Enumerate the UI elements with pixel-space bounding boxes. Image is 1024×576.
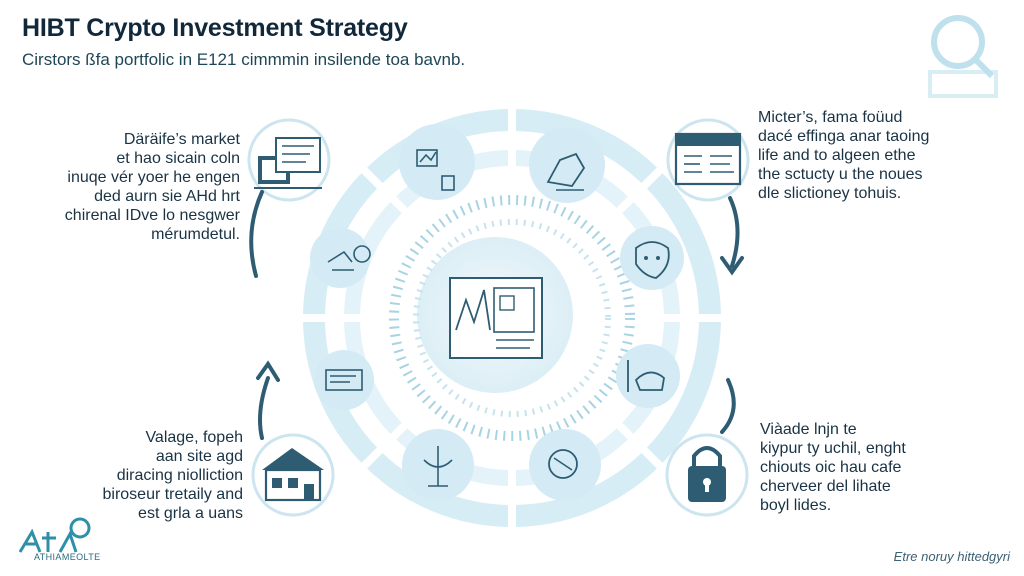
text-line: Valage, fopeh <box>145 429 243 446</box>
bull-icon <box>635 241 670 279</box>
text-line: chirenal IDve lo nesgwer <box>64 207 240 224</box>
ring-dividers <box>302 108 722 528</box>
flow-arrows <box>249 190 744 440</box>
ring-node-bear <box>616 344 680 408</box>
footer-logo-text: ATHIAMEOLTE <box>34 552 101 562</box>
page-title: HIBT Crypto Investment Strategy <box>22 14 408 42</box>
scales-icon <box>423 446 453 487</box>
ship-icon <box>546 152 586 187</box>
laptop-icon <box>325 369 363 391</box>
text-line: Däräife’s market <box>123 131 240 148</box>
text-block-top-right: Micter’s, fama foüud dacé effinga anar t… <box>758 108 998 203</box>
trend-chart-icon <box>416 149 438 167</box>
text-block-bottom-left: Valage, fopeh aan site agd diracing niol… <box>40 428 243 523</box>
text-line: the sctucty u the noues <box>758 166 923 183</box>
ring-node-ship <box>529 127 605 203</box>
text-line: et hao sicain coln <box>116 150 240 167</box>
arrow-left-lower <box>258 376 270 440</box>
text-line: chiouts oic hau cafe <box>760 459 902 476</box>
text-line: Viàade lnjn te <box>760 421 857 438</box>
computer-chart-icon <box>254 137 322 189</box>
text-line: mérumdetul. <box>151 226 240 243</box>
node-top-left <box>247 118 331 202</box>
house-icon <box>262 448 324 502</box>
node-bottom-left <box>251 433 335 517</box>
node-bottom-right <box>665 433 749 517</box>
arrow-left-upper <box>249 190 264 278</box>
arrow-up-icon <box>256 360 280 382</box>
padlock-icon <box>688 446 726 502</box>
text-line: est grla a uans <box>138 505 243 522</box>
text-line: dacé effinga anar taoing <box>758 128 930 145</box>
text-block-bottom-right: Viàade lnjn te kiypur ty uchil, enght ch… <box>760 420 990 515</box>
text-line: life and to algeen ethe <box>758 147 916 164</box>
footer-caption: Etre noruy hittedgyri <box>893 549 1010 564</box>
magnifier-icon <box>928 15 998 98</box>
ring-node-coin <box>529 429 601 501</box>
ring-node-laptop <box>314 350 374 410</box>
arrow-right-upper <box>728 196 740 268</box>
ring-node-coins <box>310 228 371 288</box>
text-line: biroseur tretaily and <box>102 486 243 503</box>
node-top-right <box>666 118 750 202</box>
coin-icon <box>548 449 578 479</box>
ring-node-trend <box>399 124 475 200</box>
ring-node-bull <box>620 226 684 290</box>
footer-brand: ATHIAMEOLTE <box>16 530 146 564</box>
text-line: ded aurn sie AHd hrt <box>94 188 240 205</box>
text-line: diracing niolliction <box>116 467 243 484</box>
text-line: dle slictioney tohuis. <box>758 185 902 202</box>
page-subtitle: Cirstors ßfa portfolic in E121 cimmmin i… <box>22 50 466 69</box>
text-block-top-left: Däräife’s market et hao sicain coln inuq… <box>20 130 240 244</box>
text-line: kiypur ty uchil, enght <box>760 440 906 457</box>
arrow-right-lower <box>720 378 736 434</box>
inner-dashed-ring <box>389 195 635 441</box>
text-line: cherveer del lihate <box>760 478 891 495</box>
text-line: aan site agd <box>155 448 243 465</box>
chart-up-icon <box>627 360 665 392</box>
text-line: Micter’s, fama foüud <box>758 109 903 126</box>
coin-stack-icon <box>327 245 371 271</box>
brand-logo <box>18 517 91 553</box>
arrow-down-icon <box>720 256 744 276</box>
text-line: boyl lides. <box>760 497 832 514</box>
text-line: inuqe vér yoer he engen <box>67 169 240 186</box>
center-panel <box>417 237 573 393</box>
dashboard-screen-icon <box>674 132 742 186</box>
ring-node-scales <box>402 429 474 501</box>
